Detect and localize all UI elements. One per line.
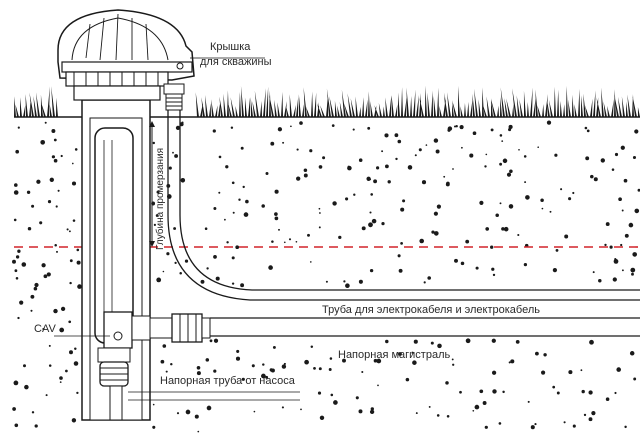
pump-pipe-label: Напорная труба от насоса xyxy=(160,375,296,387)
pressure-main-label: Напорная магистраль xyxy=(338,349,450,361)
soil-texture xyxy=(12,120,640,433)
cover-label-line1: Крышка xyxy=(210,41,251,53)
cable-conduit xyxy=(167,110,640,301)
cover-label-line2: для скважины xyxy=(200,56,272,68)
cable-pipe-label: Труба для электрокабеля и электрокабель xyxy=(322,304,540,316)
freeze-depth-label: Глубина промерзания xyxy=(154,148,166,250)
well-cover xyxy=(57,9,195,101)
well-adapter xyxy=(103,311,211,349)
cable-gland xyxy=(163,83,185,111)
leader-lines xyxy=(54,57,300,401)
grass xyxy=(14,85,640,117)
pressure-main-pipe xyxy=(210,317,640,337)
pump-pipe-fitting xyxy=(97,347,131,421)
cav-label: CAV xyxy=(34,323,56,335)
